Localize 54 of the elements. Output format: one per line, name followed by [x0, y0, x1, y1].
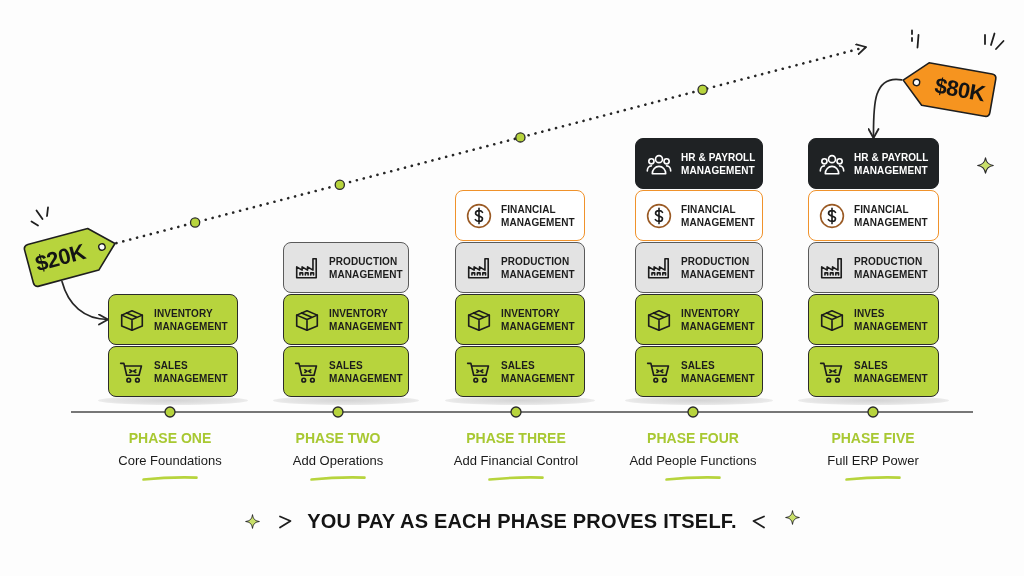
module-block: [808, 138, 939, 189]
phase-subtitle: Add Financial Control: [453, 453, 579, 468]
module-block: [455, 190, 585, 241]
price-label: $20K: [31, 238, 89, 279]
module-block: [635, 190, 763, 241]
module-block: [455, 294, 585, 345]
phase-title: PHASE ONE: [128, 430, 212, 446]
module-block: [108, 346, 238, 397]
tagline-caption: YOU PAY AS EACH PHASE PROVES ITSELF.: [307, 510, 737, 533]
curved-arrow: [867, 78, 903, 139]
dotted-trend-arrow: [115, 43, 868, 245]
module-block: [108, 294, 238, 345]
module-block: [808, 242, 939, 293]
module-block: [635, 242, 763, 293]
module-label: PRODUCTION MANAGEMENT: [681, 254, 756, 281]
module-label: FINANCIAL MANAGEMENT: [854, 202, 929, 229]
module-label: HR & PAYROLL MANAGEMENT: [854, 150, 930, 177]
module-block: [283, 346, 409, 397]
module-label: HR & PAYROLL MANAGEMENT: [681, 150, 757, 177]
module-label: SALES MANAGEMENT: [501, 358, 576, 385]
phase-title: PHASE FOUR: [647, 430, 739, 446]
module-block: [283, 294, 409, 345]
module-block: [455, 346, 585, 397]
module-label: INVES MANAGEMENT: [854, 306, 929, 333]
module-block: [635, 346, 763, 397]
phase-subtitle: Add People Functions: [629, 453, 757, 468]
phase-title: PHASE THREE: [466, 430, 566, 446]
module-label: INVENTORY MANAGEMENT: [329, 306, 404, 333]
module-label: SALES MANAGEMENT: [329, 358, 404, 385]
module-label: INVENTORY MANAGEMENT: [681, 306, 756, 333]
module-label: FINANCIAL MANAGEMENT: [501, 202, 576, 229]
module-block: [808, 294, 939, 345]
module-block: [808, 346, 939, 397]
module-block: [455, 242, 585, 293]
module-label: SALES MANAGEMENT: [854, 358, 929, 385]
price-label: $80K: [931, 71, 988, 109]
module-label: PRODUCTION MANAGEMENT: [329, 254, 404, 281]
phase-subtitle: Add Operations: [292, 453, 384, 468]
module-block: [283, 242, 409, 293]
module-label: INVENTORY MANAGEMENT: [154, 306, 229, 333]
module-label: PRODUCTION MANAGEMENT: [854, 254, 929, 281]
module-block: [635, 138, 763, 189]
phase-title: PHASE FIVE: [831, 430, 915, 446]
phase-subtitle: Core Foundations: [118, 453, 222, 468]
module-label: SALES MANAGEMENT: [681, 358, 756, 385]
module-label: SALES MANAGEMENT: [154, 358, 229, 385]
module-block: [808, 190, 939, 241]
curved-arrow: [61, 280, 109, 325]
module-label: INVENTORY MANAGEMENT: [501, 306, 576, 333]
module-label: FINANCIAL MANAGEMENT: [681, 202, 756, 229]
module-block: [635, 294, 763, 345]
phase-title: PHASE TWO: [295, 430, 381, 446]
module-label: PRODUCTION MANAGEMENT: [501, 254, 576, 281]
phase-subtitle: Full ERP Power: [827, 453, 919, 468]
